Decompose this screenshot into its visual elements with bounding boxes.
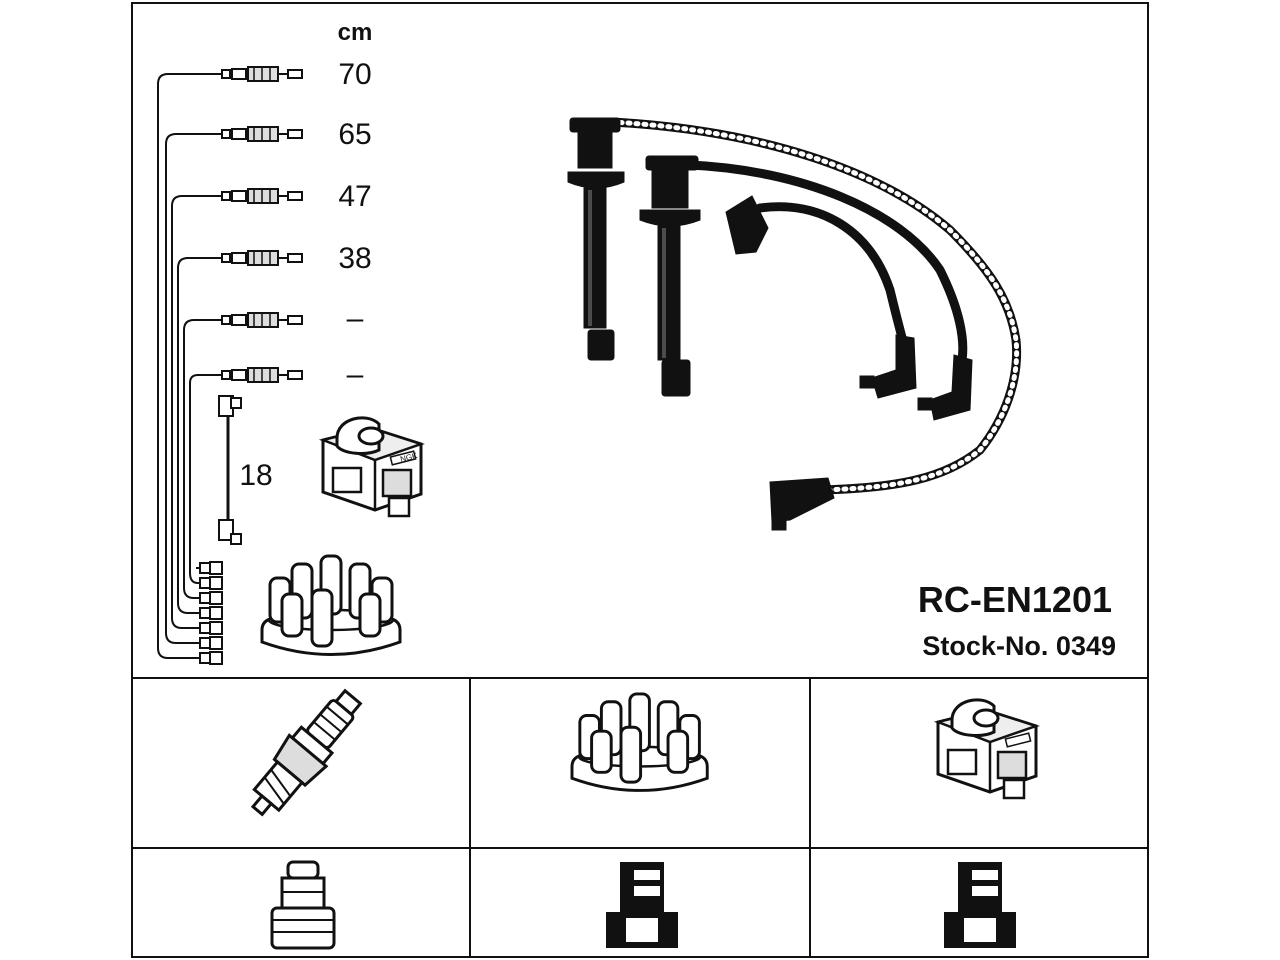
cable-length-4: 38 <box>338 242 371 275</box>
cable-length-2: 65 <box>338 118 371 151</box>
coil-cable-length: 18 <box>239 459 272 492</box>
coil-badge-text: NGK <box>399 451 419 464</box>
ignition-coil-icon: NGK <box>321 416 423 518</box>
unit-label: cm <box>338 19 373 46</box>
ignition-cable-set <box>567 117 1022 531</box>
distributor-terminals <box>199 561 223 665</box>
diagram-frame <box>131 2 1149 958</box>
part-number: RC-EN1201 <box>918 579 1112 620</box>
distributor-cap-icon <box>570 692 709 792</box>
cable-length-6: – <box>347 358 364 391</box>
ignition-coil-icon <box>936 698 1038 800</box>
cap-terminal-icon <box>606 862 678 948</box>
component-grid <box>131 677 1149 958</box>
cable-length-5: – <box>347 302 364 335</box>
plug-connector-icon <box>270 860 336 950</box>
cable-length-1: 70 <box>338 58 371 91</box>
cable-length-schematic <box>157 73 230 659</box>
spark-plug-icon <box>250 688 363 817</box>
cable-length-3: 47 <box>338 180 371 213</box>
distributor-cap-icon <box>260 554 402 656</box>
coil-lead-icon <box>218 395 242 545</box>
stock-number: Stock-No. 0349 <box>922 631 1116 661</box>
cable-end-connectors <box>221 66 303 383</box>
coil-terminal-icon <box>944 862 1016 948</box>
